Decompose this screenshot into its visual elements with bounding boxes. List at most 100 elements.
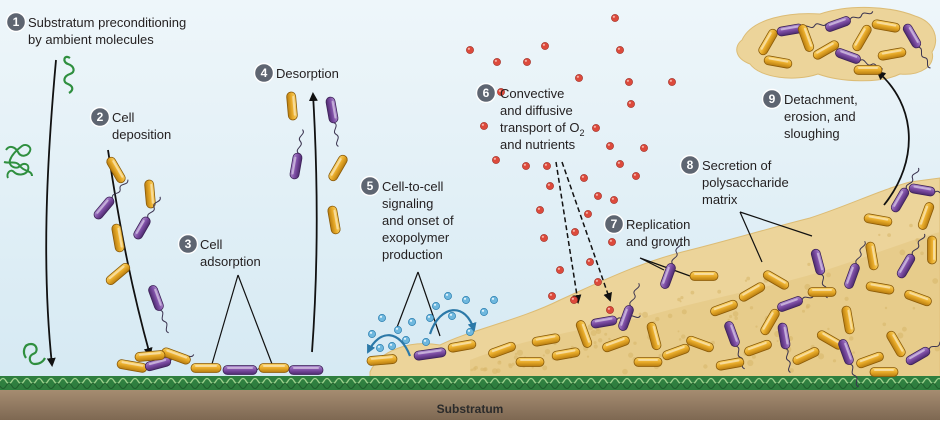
signal-dot — [490, 296, 498, 304]
yellow-bacterium — [116, 359, 148, 373]
oxygen-dot — [606, 306, 614, 314]
step8-pointer-lines — [739, 211, 813, 263]
oxygen-dot — [592, 124, 600, 132]
purple-bacterium — [724, 321, 745, 370]
yellow-bacterium — [551, 347, 581, 361]
step-badge — [679, 154, 701, 176]
yellow-bacterium — [286, 91, 298, 121]
step-text-line: transport of O2 — [500, 120, 585, 138]
step-badge — [603, 213, 625, 235]
signal-arrow-left — [367, 334, 412, 357]
purple-bacterium — [825, 11, 874, 32]
purple-bacterium — [844, 240, 866, 289]
step-number: 9 — [769, 92, 776, 106]
step-number: 8 — [687, 158, 694, 172]
signal-dot — [480, 308, 488, 316]
yellow-bacterium — [633, 357, 663, 367]
oxygen-dot — [540, 234, 548, 242]
signal-dot — [378, 314, 386, 322]
signal-dot — [408, 318, 416, 326]
step4-desorption-arrow — [308, 92, 318, 353]
oxygen-dot — [594, 278, 602, 286]
step-text-line: adsorption — [200, 254, 261, 269]
purple-bacterium — [148, 285, 169, 334]
step-badge — [761, 88, 783, 110]
purple-bacterium — [896, 233, 926, 279]
yellow-bacterium — [917, 202, 935, 230]
purple-bacterium — [908, 183, 940, 198]
yellow-bacterium — [763, 55, 793, 69]
step-text-line: erosion, and — [784, 109, 856, 124]
purple-bacterium — [289, 129, 304, 180]
oxygen-dot — [570, 296, 578, 304]
signaling-molecules — [367, 292, 498, 357]
purple-bacterium — [288, 365, 324, 375]
yellow-bacterium — [447, 339, 477, 353]
yellow-bacterium — [531, 333, 561, 347]
yellow-bacterium — [190, 363, 222, 373]
oxygen-dot — [546, 182, 554, 190]
substratum-label: Substratum — [437, 402, 504, 416]
step-text-line: and diffusive — [500, 103, 573, 118]
yellow-bacterium — [710, 299, 738, 317]
step-text-line: and growth — [626, 234, 690, 249]
step5-pointer-lines — [395, 271, 441, 337]
oxygen-dot — [543, 162, 551, 170]
step-number: 7 — [611, 217, 618, 231]
conditioning-film-texture — [0, 377, 940, 390]
yellow-bacterium — [865, 241, 879, 271]
signal-dot — [388, 342, 396, 350]
yellow-bacterium — [575, 320, 593, 348]
purple-bacterium — [93, 179, 129, 220]
step-text-line: sloughing — [784, 126, 840, 141]
step-text-line: and nutrients — [500, 137, 576, 152]
yellow-bacterium — [797, 24, 815, 52]
purple-bacterium — [618, 282, 640, 331]
yellow-bacterium — [852, 24, 872, 52]
oxygen-dot — [580, 174, 588, 182]
oxygen-dot — [611, 14, 619, 22]
yellow-bacterium — [105, 262, 131, 286]
purple-bacterium — [890, 167, 920, 213]
yellow-bacterium — [886, 330, 906, 358]
purple-bacterium — [133, 196, 161, 240]
step-text-line: production — [382, 247, 443, 262]
yellow-bacterium — [515, 357, 545, 367]
signal-dot — [368, 330, 376, 338]
yellow-bacterium — [602, 335, 630, 353]
purple-bacterium — [590, 315, 641, 329]
step-badge — [253, 62, 275, 84]
yellow-bacterium — [904, 289, 932, 307]
yellow-bacterium — [865, 281, 895, 295]
oxygen-dot — [523, 58, 531, 66]
signal-dot — [432, 302, 440, 310]
signal-dot — [448, 312, 456, 320]
yellow-bacterium — [327, 205, 341, 235]
yellow-bacterium — [366, 354, 398, 366]
step3-pointer-lines — [211, 274, 273, 365]
oxygen-dot — [584, 210, 592, 218]
step-text-line: Detachment, — [784, 92, 858, 107]
step-text-line: deposition — [112, 127, 171, 142]
step-text-line: Substratum preconditioning — [28, 15, 186, 30]
step-badge — [89, 106, 111, 128]
step6-transport-arrow-right — [561, 161, 612, 302]
yellow-bacterium — [812, 40, 840, 60]
step-number: 1 — [13, 15, 20, 29]
purple-bacterium — [835, 48, 884, 70]
step-text-line: Convective — [500, 86, 564, 101]
signal-dot — [376, 344, 384, 352]
yellow-bacterium — [689, 271, 719, 281]
oxygen-dot — [522, 162, 530, 170]
yellow-bacterium — [807, 287, 837, 297]
purple-bacterium — [777, 322, 791, 373]
oxygen-dot — [586, 258, 594, 266]
oxygen-dot — [575, 74, 583, 82]
oxygen-dot — [556, 266, 564, 274]
purple-bacterium — [413, 347, 447, 361]
yellow-bacterium — [106, 156, 126, 184]
step-number: 4 — [261, 66, 268, 80]
oxygen-dot — [616, 46, 624, 54]
yellow-bacterium — [856, 351, 884, 369]
